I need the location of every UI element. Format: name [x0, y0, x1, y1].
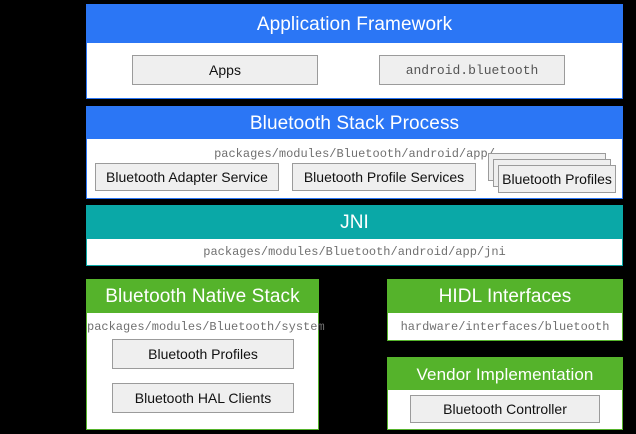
vendor-implementation-body: Bluetooth Controller: [388, 390, 622, 429]
bluetooth-stack-process-layer: Bluetooth Stack Process packages/modules…: [86, 106, 623, 199]
bluetooth-stack-process-title: Bluetooth Stack Process: [87, 107, 622, 139]
hidl-interfaces-layer: HIDL Interfaces hardware/interfaces/blue…: [387, 279, 623, 341]
jni-title: JNI: [87, 206, 622, 239]
bluetooth-stack-process-body: packages/modules/Bluetooth/android/app/ …: [87, 139, 622, 198]
hidl-interfaces-title: HIDL Interfaces: [388, 280, 622, 313]
native-bluetooth-profiles-box[interactable]: Bluetooth Profiles: [112, 339, 294, 369]
bluetooth-profiles-sheet-front[interactable]: Bluetooth Profiles: [498, 165, 616, 193]
bluetooth-profiles-stack[interactable]: Bluetooth Profiles: [488, 153, 616, 197]
jni-body: packages/modules/Bluetooth/android/app/j…: [87, 239, 622, 265]
application-framework-title: Application Framework: [87, 5, 622, 43]
bluetooth-profile-services-box[interactable]: Bluetooth Profile Services: [292, 163, 476, 191]
apps-box[interactable]: Apps: [132, 55, 318, 85]
bluetooth-native-stack-body: packages/modules/Bluetooth/system Blueto…: [87, 313, 325, 429]
connector-arrow-right: [382, 293, 388, 301]
vendor-implementation-layer: Vendor Implementation Bluetooth Controll…: [387, 357, 623, 430]
android-bluetooth-box[interactable]: android.bluetooth: [379, 55, 565, 85]
hidl-interfaces-body: hardware/interfaces/bluetooth: [388, 313, 622, 340]
bluetooth-stack-process-path: packages/modules/Bluetooth/android/app/: [214, 147, 495, 161]
hidl-interfaces-path: hardware/interfaces/bluetooth: [400, 319, 610, 334]
application-framework-body: Apps android.bluetooth: [87, 43, 622, 98]
bluetooth-controller-box[interactable]: Bluetooth Controller: [410, 395, 600, 423]
jni-path: packages/modules/Bluetooth/android/app/j…: [203, 245, 506, 259]
connector-arrow-left: [318, 293, 324, 301]
vendor-implementation-title: Vendor Implementation: [388, 358, 622, 390]
bluetooth-native-stack-title: Bluetooth Native Stack: [87, 280, 318, 313]
bluetooth-adapter-service-box[interactable]: Bluetooth Adapter Service: [95, 163, 279, 191]
bluetooth-native-stack-layer: Bluetooth Native Stack packages/modules/…: [86, 279, 325, 430]
native-stack-hidl-connector: [318, 296, 388, 298]
application-framework-layer: Application Framework Apps android.bluet…: [86, 4, 623, 99]
bluetooth-hal-clients-box[interactable]: Bluetooth HAL Clients: [112, 383, 294, 413]
bluetooth-native-stack-path: packages/modules/Bluetooth/system: [87, 320, 325, 334]
jni-layer: JNI packages/modules/Bluetooth/android/a…: [86, 205, 623, 266]
